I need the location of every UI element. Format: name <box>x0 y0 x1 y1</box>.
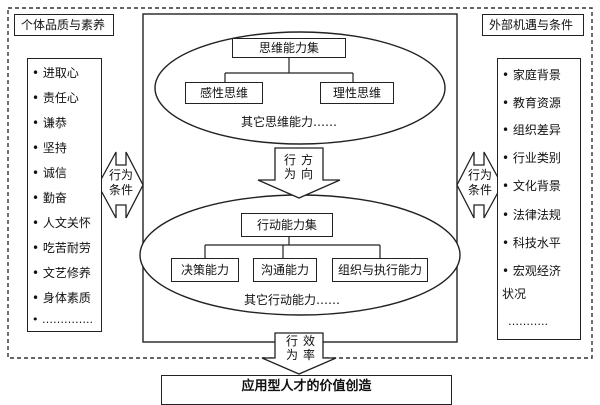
thinking-child-box <box>185 82 263 104</box>
bottom-down-arrow <box>261 332 337 375</box>
action-title-box <box>241 213 333 237</box>
list-item: • 文艺修养 <box>32 266 91 280</box>
list-item: • 责任心 <box>32 91 79 105</box>
thinking-child-label: 理性思维 <box>332 86 381 100</box>
action-title: 行动能力集 <box>256 218 317 232</box>
list-item: • 诚信 <box>32 166 67 180</box>
list-item: 状况 <box>502 287 527 301</box>
action-child-box <box>332 258 428 282</box>
thinking-title: 思维能力集 <box>258 41 319 55</box>
bottom-arrow-label-col2: 效率 <box>302 334 315 362</box>
left-panel-list-box <box>27 58 102 332</box>
thinking-other: 其它思维能力…… <box>241 115 338 129</box>
action-connector <box>204 236 381 258</box>
right-arrow-label: 行为条件 <box>467 168 492 197</box>
action-child-box <box>253 258 317 282</box>
list-item: • 组织差异 <box>502 123 561 137</box>
list-item: • 法律法规 <box>502 208 561 222</box>
right-panel-title: 外部机遇与条件 <box>489 18 574 32</box>
list-item: • 教育资源 <box>502 96 561 110</box>
list-item: • 勤奋 <box>32 191 67 205</box>
thinking-child-box <box>320 82 394 104</box>
list-item: • 吃苦耐劳 <box>32 241 91 255</box>
action-child-label: 组织与执行能力 <box>337 263 422 277</box>
list-item: ……….. <box>508 315 548 328</box>
list-item: • 坚持 <box>32 141 67 155</box>
right-panel-title-box <box>482 14 584 36</box>
left-panel-title: 个体品质与素养 <box>21 18 106 32</box>
action-child-label: 决策能力 <box>180 263 229 277</box>
action-child-box <box>171 258 239 282</box>
action-child-label: 沟通能力 <box>260 263 309 277</box>
list-item: • 谦恭 <box>32 116 67 130</box>
left-panel-title-box <box>14 14 114 36</box>
list-item: • 身体素质 <box>32 291 91 305</box>
thinking-title-box <box>232 38 346 58</box>
list-item: • 科技水平 <box>502 236 561 250</box>
middle-down-arrow <box>257 147 341 199</box>
bottom-arrow-label-col1: 行为 <box>285 334 298 362</box>
left-arrow-label: 行为条件 <box>108 168 133 197</box>
right-panel-list-box <box>497 58 581 340</box>
left-double-arrow <box>97 151 144 219</box>
result-title: 应用型人才的价值创造 <box>241 379 372 394</box>
thinking-connector <box>224 57 354 82</box>
action-other: 其它行动能力…… <box>244 293 341 307</box>
list-item: • 宏观经济 <box>502 264 561 278</box>
list-item: • 人文关怀 <box>32 216 91 230</box>
list-item: • ………….. <box>32 313 93 326</box>
thinking-child-label: 感性思维 <box>199 86 248 100</box>
list-item: • 行业类别 <box>502 151 561 165</box>
thinking-ellipse <box>154 31 446 145</box>
middle-arrow-label-col1: 行为 <box>283 153 296 181</box>
list-item: • 文化背景 <box>502 179 561 193</box>
middle-arrow-label-col2: 方向 <box>300 153 313 181</box>
list-item: • 进取心 <box>32 66 79 80</box>
list-item: • 家庭背景 <box>502 68 561 82</box>
